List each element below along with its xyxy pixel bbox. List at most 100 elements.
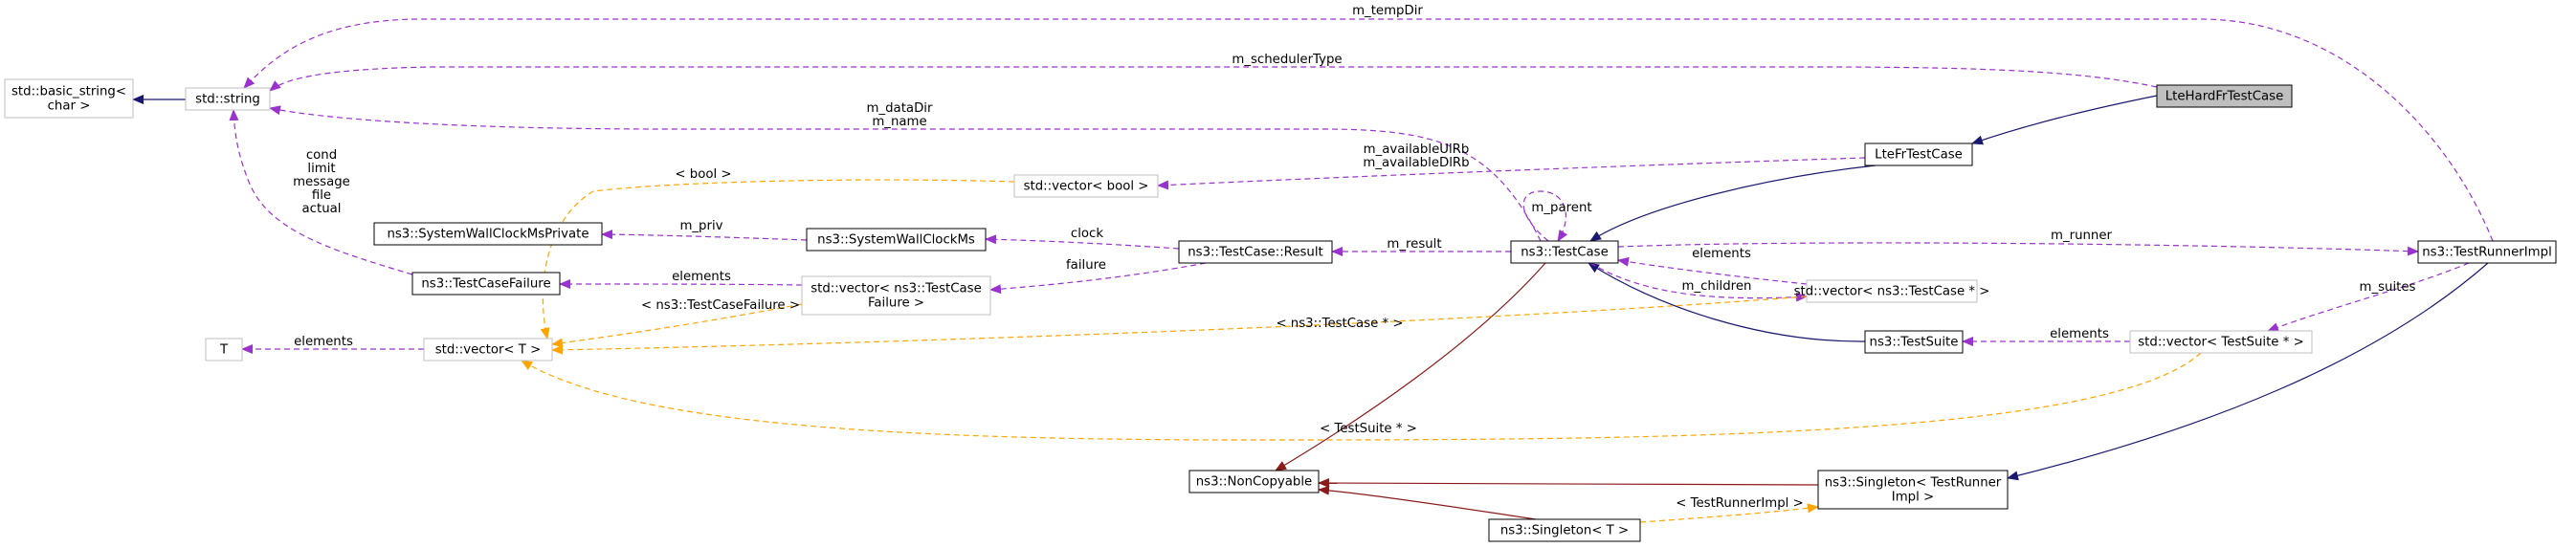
edge-line <box>2007 262 2489 481</box>
edge-line <box>1617 256 1808 285</box>
node-label: LteHardFrTestCase <box>2165 90 2284 104</box>
node-box <box>1806 279 1978 303</box>
node-label: ns3::NonCopyable <box>1196 475 1312 490</box>
edge-vts-el: elements <box>1962 327 2130 346</box>
node-testrunnerimpl[interactable]: ns3::TestRunnerImpl <box>2417 240 2557 264</box>
node-label: std::vector< bool > <box>1024 180 1149 194</box>
node-label: ns3::SystemWallClockMsPrivate <box>387 228 588 242</box>
node-label: std::string <box>195 93 260 107</box>
edge-fr-tc <box>1589 164 1876 242</box>
edge-t-tc: < ns3::TestCase * > <box>551 296 1808 355</box>
node-box <box>4 78 134 119</box>
edge-line <box>985 234 1180 250</box>
edge-label: < bool > <box>675 167 731 182</box>
edge-label: file <box>312 188 331 203</box>
edge-sing-nc <box>1318 478 1819 489</box>
edge-label: m_suites <box>2360 280 2416 295</box>
node-ltefrtestcase[interactable]: LteFrTestCase <box>1864 142 1973 166</box>
edge-line <box>1275 262 1546 471</box>
edge-line <box>551 296 1808 355</box>
edge-label: cond <box>306 148 337 163</box>
edge-t-ts: < TestSuite * > <box>521 352 2202 441</box>
node-singletontri[interactable]: ns3::Singleton< TestRunnerImpl > <box>1817 470 2009 510</box>
edge-label: message <box>293 175 350 189</box>
node-box <box>373 222 603 246</box>
edge-line <box>243 18 2494 242</box>
edge-suites: m_suites <box>2267 262 2470 332</box>
edge-line <box>1522 190 1568 242</box>
edge-label: elements <box>1692 247 1751 261</box>
node-ltehardfrtestcase[interactable]: LteHardFrTestCase <box>2156 84 2293 108</box>
node-label: std::vector< T > <box>435 343 542 358</box>
node-box <box>1188 470 1320 493</box>
node-box <box>1178 240 1333 264</box>
edge-line <box>1639 503 1819 523</box>
node-string: std::string <box>185 87 271 111</box>
node-label: ns3::Singleton< TestRunner <box>1825 476 2002 491</box>
edge-parent: m_parent <box>1522 190 1592 242</box>
node-box <box>1013 174 1159 198</box>
edge-t-tri: < TestRunnerImpl > <box>1639 496 1819 523</box>
edge-label: < TestRunnerImpl > <box>1676 496 1804 511</box>
edge-line <box>1589 164 1876 242</box>
edge-line <box>1157 157 1866 190</box>
node-testcase[interactable]: ns3::TestCase <box>1510 240 1619 264</box>
edge-line <box>2267 262 2470 332</box>
edge-line <box>551 303 803 348</box>
node-box <box>1488 518 1641 542</box>
node-box <box>2156 84 2293 108</box>
node-label: Impl > <box>1892 491 1934 505</box>
node-vec-t: std::vector< T > <box>423 338 553 362</box>
node-vec-bool: std::vector< bool > <box>1013 174 1159 198</box>
edge-label: m_name <box>872 115 926 129</box>
edge-label: m_priv <box>679 219 722 233</box>
node-result[interactable]: ns3::TestCase::Result <box>1178 240 1333 264</box>
edge-label: m_availableDlRb <box>1363 156 1469 170</box>
node-swcmp[interactable]: ns3::SystemWallClockMsPrivate <box>373 222 603 246</box>
edge-line <box>1318 478 1819 489</box>
node-testcasefailure[interactable]: ns3::TestCaseFailure <box>411 272 561 296</box>
edge-tri-sing <box>2007 262 2489 481</box>
edge-label: m_parent <box>1531 201 1591 215</box>
edge-label: elements <box>294 335 353 349</box>
node-box <box>423 338 553 362</box>
edge-line <box>229 109 413 275</box>
edge-line <box>269 66 2158 92</box>
edge-tcf-el: elements <box>559 270 803 290</box>
edge-line <box>521 352 2202 441</box>
node-vec-tcf: std::vector< ns3::TestCaseFailure > <box>801 275 991 316</box>
edge-line <box>989 262 1207 295</box>
edge-label: clock <box>1071 227 1103 241</box>
node-singletont[interactable]: ns3::Singleton< T > <box>1488 518 1641 542</box>
node-vec-ts: std::vector< TestSuite * > <box>2129 330 2313 354</box>
edge-label: m_tempDir <box>1352 4 1423 18</box>
edge-runner: m_runner <box>1617 229 2419 256</box>
node-label: std::vector< ns3::TestCase * > <box>1794 285 1990 299</box>
edge-vtc-el: elements <box>1617 247 1808 285</box>
edge-children: m_children <box>1589 262 1808 302</box>
node-noncopyable[interactable]: ns3::NonCopyable <box>1188 470 1320 493</box>
edge-t-tcf: < ns3::TestCaseFailure > <box>551 298 803 348</box>
node-box <box>205 338 243 362</box>
edge-label: m_dataDir <box>867 101 933 116</box>
node-label: char > <box>48 99 91 114</box>
edge-line <box>559 279 803 290</box>
edge-clock: clock <box>985 227 1180 250</box>
node-testsuite[interactable]: ns3::TestSuite <box>1864 330 1964 354</box>
edge-label: elements <box>672 270 731 284</box>
edge-line <box>269 105 1542 242</box>
edge-tc-nc <box>1275 262 1546 471</box>
edge-ts-tc <box>1588 262 1866 342</box>
node-label: ns3::TestSuite <box>1870 336 1959 350</box>
node-swcm[interactable]: ns3::SystemWallClockMs <box>806 228 987 252</box>
edge-priv: m_priv <box>601 219 808 241</box>
edge-label: < ns3::TestCase * > <box>1276 317 1403 331</box>
node-label: LteFrTestCase <box>1875 148 1963 163</box>
edge-line <box>601 230 808 241</box>
edge-label: limit <box>307 162 335 176</box>
node-box <box>185 87 271 111</box>
node-box <box>2129 330 2313 354</box>
node-box <box>1864 142 1973 166</box>
node-box <box>1817 470 2009 510</box>
node-label: std::vector< TestSuite * > <box>2138 336 2303 350</box>
